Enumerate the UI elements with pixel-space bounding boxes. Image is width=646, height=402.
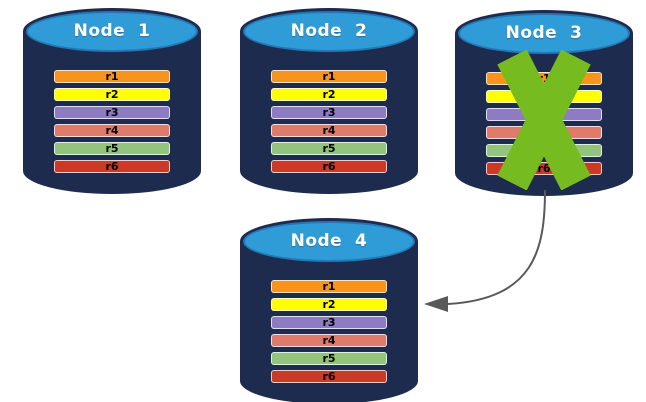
record-bar-r5: r5 xyxy=(271,142,387,155)
record-bar-r6: r6 xyxy=(271,370,387,383)
arrowhead-icon xyxy=(424,296,448,312)
record-bar-r4: r4 xyxy=(54,124,170,137)
node-title: Node 1 xyxy=(73,21,151,41)
record-bar-r5: r5 xyxy=(54,142,170,155)
cylinder-top: Node 4 xyxy=(243,221,415,262)
record-bar-r1: r1 xyxy=(271,70,387,83)
record-list: r1 r2 r3 r4 r5 r6 xyxy=(271,70,387,173)
record-bar-r6: r6 xyxy=(54,160,170,173)
record-bar-r6: r6 xyxy=(271,160,387,173)
node-title: Node 2 xyxy=(290,21,368,41)
record-bar-r5: r5 xyxy=(271,352,387,365)
cylinder-top: Node 2 xyxy=(243,11,415,52)
record-bar-r3: r3 xyxy=(271,316,387,329)
cylinder-top: Node 1 xyxy=(26,11,198,52)
record-bar-r1: r1 xyxy=(271,280,387,293)
node-1-cylinder: Node 1 r1 r2 r3 r4 r5 r6 xyxy=(23,8,201,194)
record-bar-r1: r1 xyxy=(54,70,170,83)
node-2-cylinder: Node 2 r1 r2 r3 r4 r5 r6 xyxy=(240,8,418,194)
record-bar-r3: r3 xyxy=(54,106,170,119)
failure-x-icon xyxy=(497,50,591,190)
record-bar-r3: r3 xyxy=(271,106,387,119)
node-title: Node 3 xyxy=(505,23,583,43)
record-bar-r4: r4 xyxy=(271,334,387,347)
node-4-cylinder: Node 4 r1 r2 r3 r4 r5 r6 xyxy=(240,218,418,402)
node-title: Node 4 xyxy=(290,231,368,251)
record-bar-r4: r4 xyxy=(271,124,387,137)
record-list: r1 r2 r3 r4 r5 r6 xyxy=(54,70,170,173)
record-bar-r2: r2 xyxy=(54,88,170,101)
record-bar-r2: r2 xyxy=(271,88,387,101)
record-list: r1 r2 r3 r4 r5 r6 xyxy=(271,280,387,383)
cylinder-top: Node 3 xyxy=(458,13,630,54)
node-3-cylinder: Node 3 r1 r2 r3 r4 r5 r6 xyxy=(455,10,633,196)
record-bar-r2: r2 xyxy=(271,298,387,311)
